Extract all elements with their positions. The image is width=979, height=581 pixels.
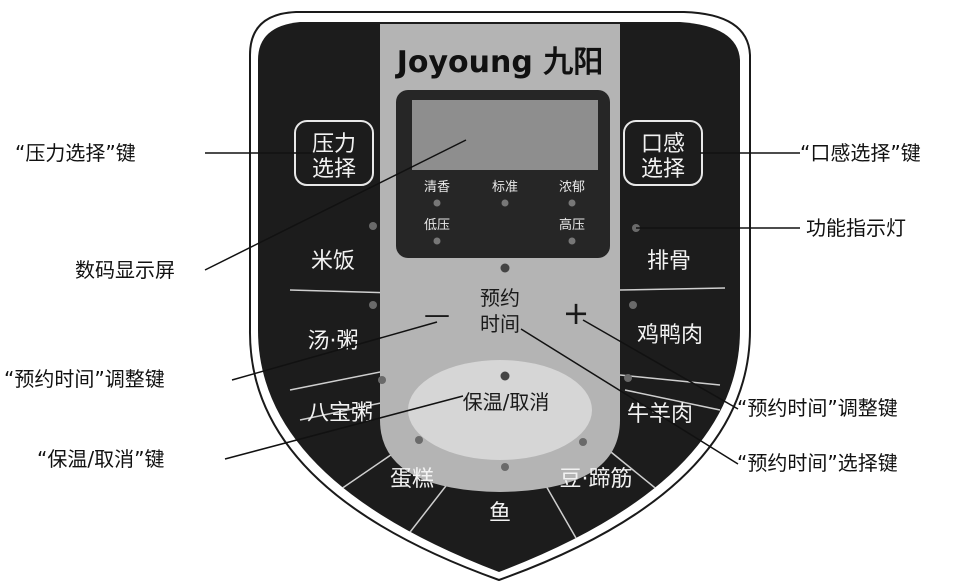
function-led bbox=[369, 222, 377, 230]
svg-text:时间: 时间 bbox=[480, 312, 520, 336]
display-screen bbox=[412, 100, 598, 170]
keep-warm-pad bbox=[408, 360, 592, 460]
svg-text:口感: 口感 bbox=[641, 132, 685, 157]
function-ribs-button[interactable]: 排骨 bbox=[647, 249, 691, 274]
function-led bbox=[369, 301, 377, 309]
indicator-led bbox=[568, 237, 576, 245]
indicator-label-biaozhun: 标准 bbox=[492, 180, 518, 195]
svg-text:压力: 压力 bbox=[312, 132, 356, 157]
function-led bbox=[629, 301, 637, 309]
callout-keep-warm-key: “保温/取消”键 bbox=[37, 447, 164, 471]
callout-leaders bbox=[204, 139, 800, 465]
function-chicken-duck-button[interactable]: 鸡鸭肉 bbox=[637, 323, 703, 348]
callout-indicator-light: 功能指示灯 bbox=[806, 216, 906, 240]
indicator-label-diya: 低压 bbox=[424, 218, 450, 233]
brand-logo: Joyoung 九阳 bbox=[395, 45, 604, 80]
callout-time-adjust-right: “预约时间”调整键 bbox=[737, 396, 898, 420]
function-eight-treasure-button[interactable]: 八宝粥 bbox=[307, 401, 373, 426]
callout-pressure-key: “压力选择”键 bbox=[15, 141, 136, 165]
pressure-select-button[interactable]: 压力 选择 bbox=[294, 120, 374, 186]
indicator-label-nongyu: 浓郁 bbox=[559, 180, 585, 195]
function-cake-button[interactable]: 蛋糕 bbox=[390, 467, 434, 492]
function-rice-button[interactable]: 米饭 bbox=[311, 249, 355, 274]
taste-select-button[interactable]: 口感 选择 bbox=[623, 120, 703, 186]
svg-text:选择: 选择 bbox=[312, 157, 356, 182]
function-led bbox=[579, 438, 587, 446]
time-plus-button[interactable]: + bbox=[563, 294, 590, 332]
callout-taste-key: “口感选择”键 bbox=[800, 141, 921, 165]
keep-warm-cancel-button[interactable]: 保温/取消 bbox=[463, 390, 550, 414]
function-fish-button[interactable]: 鱼 bbox=[489, 501, 511, 526]
function-led bbox=[501, 463, 509, 471]
time-minus-button[interactable]: — bbox=[424, 300, 450, 330]
indicator-label-gaoya: 高压 bbox=[559, 217, 585, 233]
svg-text:预约: 预约 bbox=[480, 286, 520, 310]
indicator-led bbox=[433, 237, 441, 245]
svg-text:选择: 选择 bbox=[641, 157, 685, 182]
function-bean-trotter-button[interactable]: 豆·蹄筋 bbox=[560, 467, 633, 492]
function-soup-porridge-button[interactable]: 汤·粥 bbox=[308, 329, 359, 354]
function-beef-mutton-button[interactable]: 牛羊肉 bbox=[627, 402, 693, 427]
schedule-time-button[interactable]: 预约 时间 bbox=[480, 286, 520, 336]
callout-time-adjust-left: “预约时间”调整键 bbox=[4, 367, 165, 391]
schedule-led bbox=[500, 263, 510, 273]
callout-time-select-key: “预约时间”选择键 bbox=[737, 451, 898, 475]
function-led bbox=[378, 376, 386, 384]
keep-warm-led bbox=[500, 371, 510, 381]
indicator-led bbox=[501, 199, 509, 207]
function-led bbox=[415, 436, 423, 444]
indicator-label-qingxiang: 清香 bbox=[424, 180, 450, 195]
callout-display-screen: 数码显示屏 bbox=[75, 258, 175, 282]
indicator-led bbox=[433, 199, 441, 207]
function-led bbox=[624, 374, 632, 382]
indicator-led bbox=[568, 199, 576, 207]
